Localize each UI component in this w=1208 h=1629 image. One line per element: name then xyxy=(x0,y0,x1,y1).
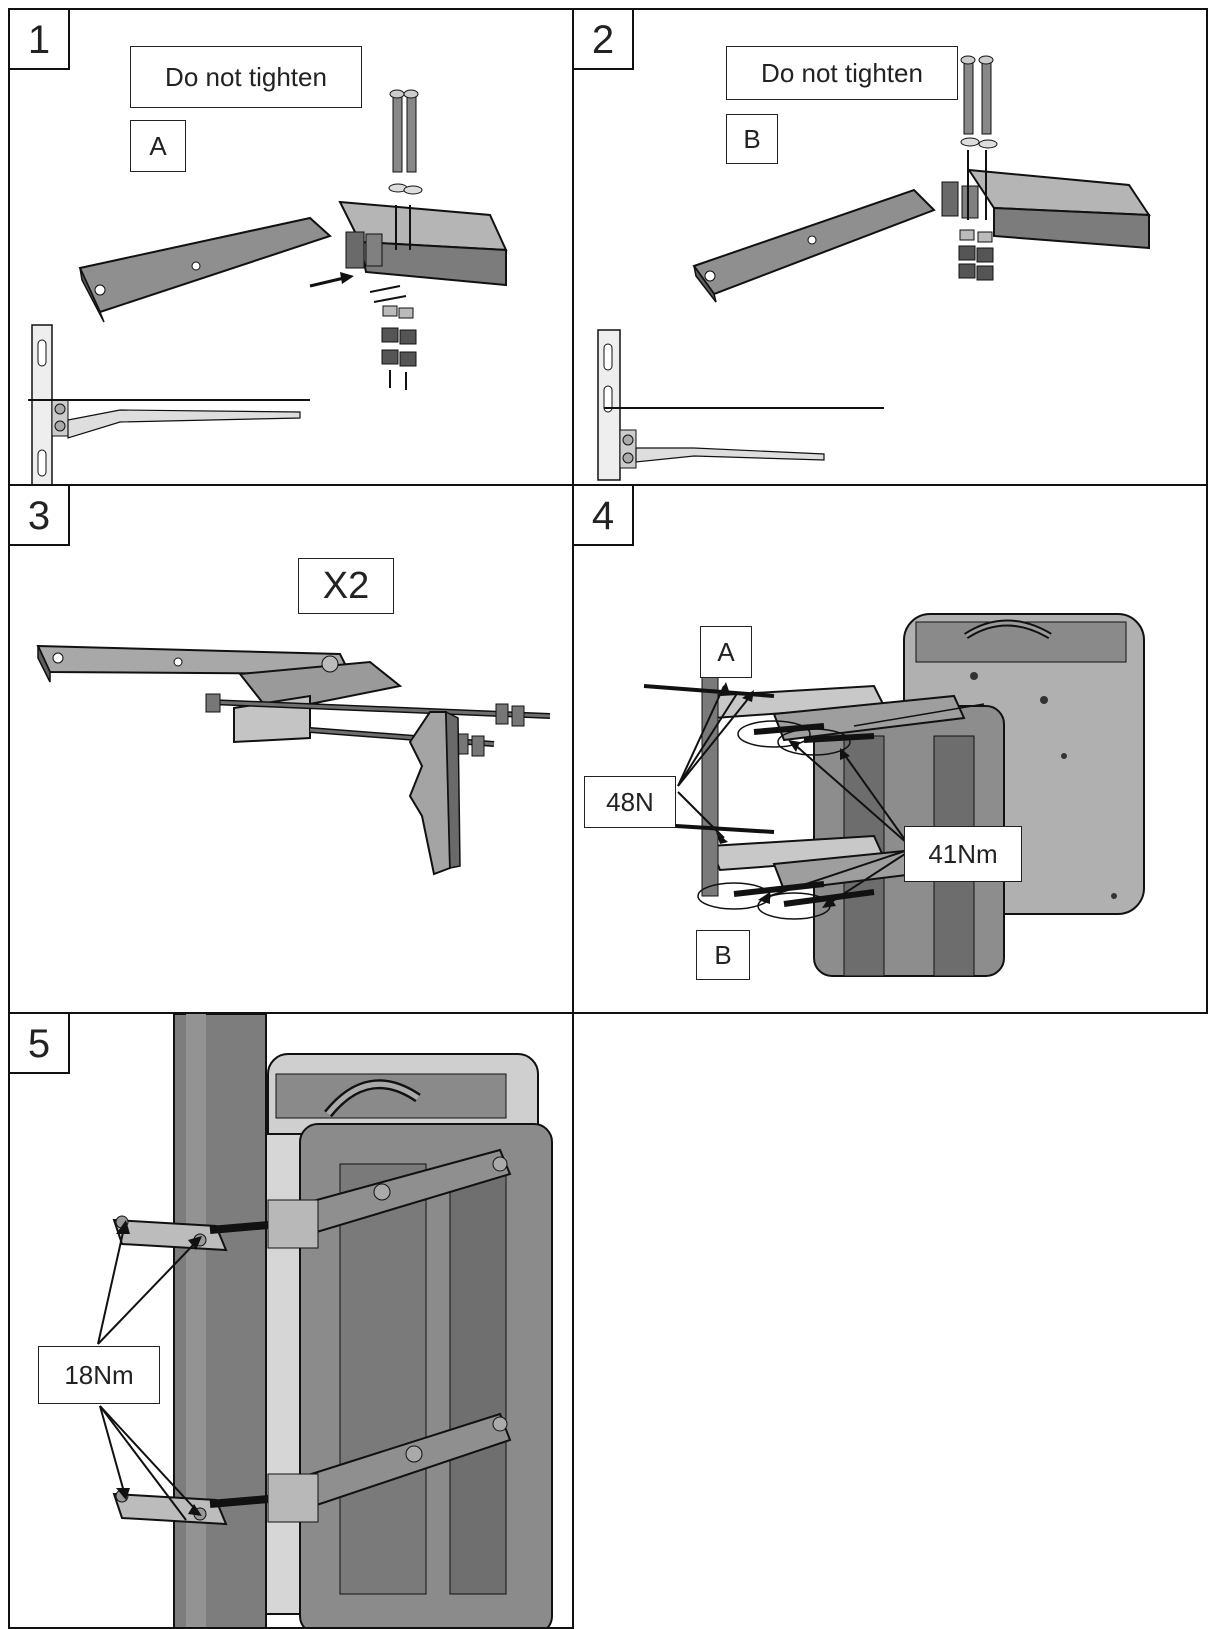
step-3-clamp-illustration xyxy=(36,644,551,876)
bracket-label-b: B xyxy=(696,930,750,980)
step-number: 5 xyxy=(10,1014,70,1074)
torque-label-18nm: 18Nm xyxy=(38,1346,160,1404)
step-5-panel: 5 18Nm xyxy=(8,1012,574,1629)
do-not-tighten-note: Do not tighten xyxy=(130,46,362,108)
step-number: 1 xyxy=(10,10,70,70)
step-1-bracket-illustration xyxy=(28,89,508,484)
step-2-panel: 2 Do not tighten B xyxy=(572,8,1208,486)
empty-panel xyxy=(572,1012,1208,1629)
bracket-label-a: A xyxy=(130,120,186,172)
step-1-panel: 1 Do not tighten A xyxy=(8,8,574,486)
torque-label-48n: 48N xyxy=(584,776,676,828)
bracket-label-a: A xyxy=(700,626,752,678)
step-4-panel: 4 A 48N 41Nm B xyxy=(572,484,1208,1014)
do-not-tighten-note: Do not tighten xyxy=(726,46,958,100)
step-number: 2 xyxy=(574,10,634,70)
step-2-bracket-illustration xyxy=(597,55,1151,481)
step-number: 3 xyxy=(10,486,70,546)
bracket-label-b: B xyxy=(726,114,778,164)
step-3-panel: 3 X2 xyxy=(8,484,574,1014)
step-number: 4 xyxy=(574,486,634,546)
step-4-radio-mount-illustration xyxy=(643,613,1145,977)
multiplier-label: X2 xyxy=(298,558,394,614)
step-5-pole-mount-illustration xyxy=(97,1014,553,1627)
torque-label-41nm: 41Nm xyxy=(904,826,1022,882)
